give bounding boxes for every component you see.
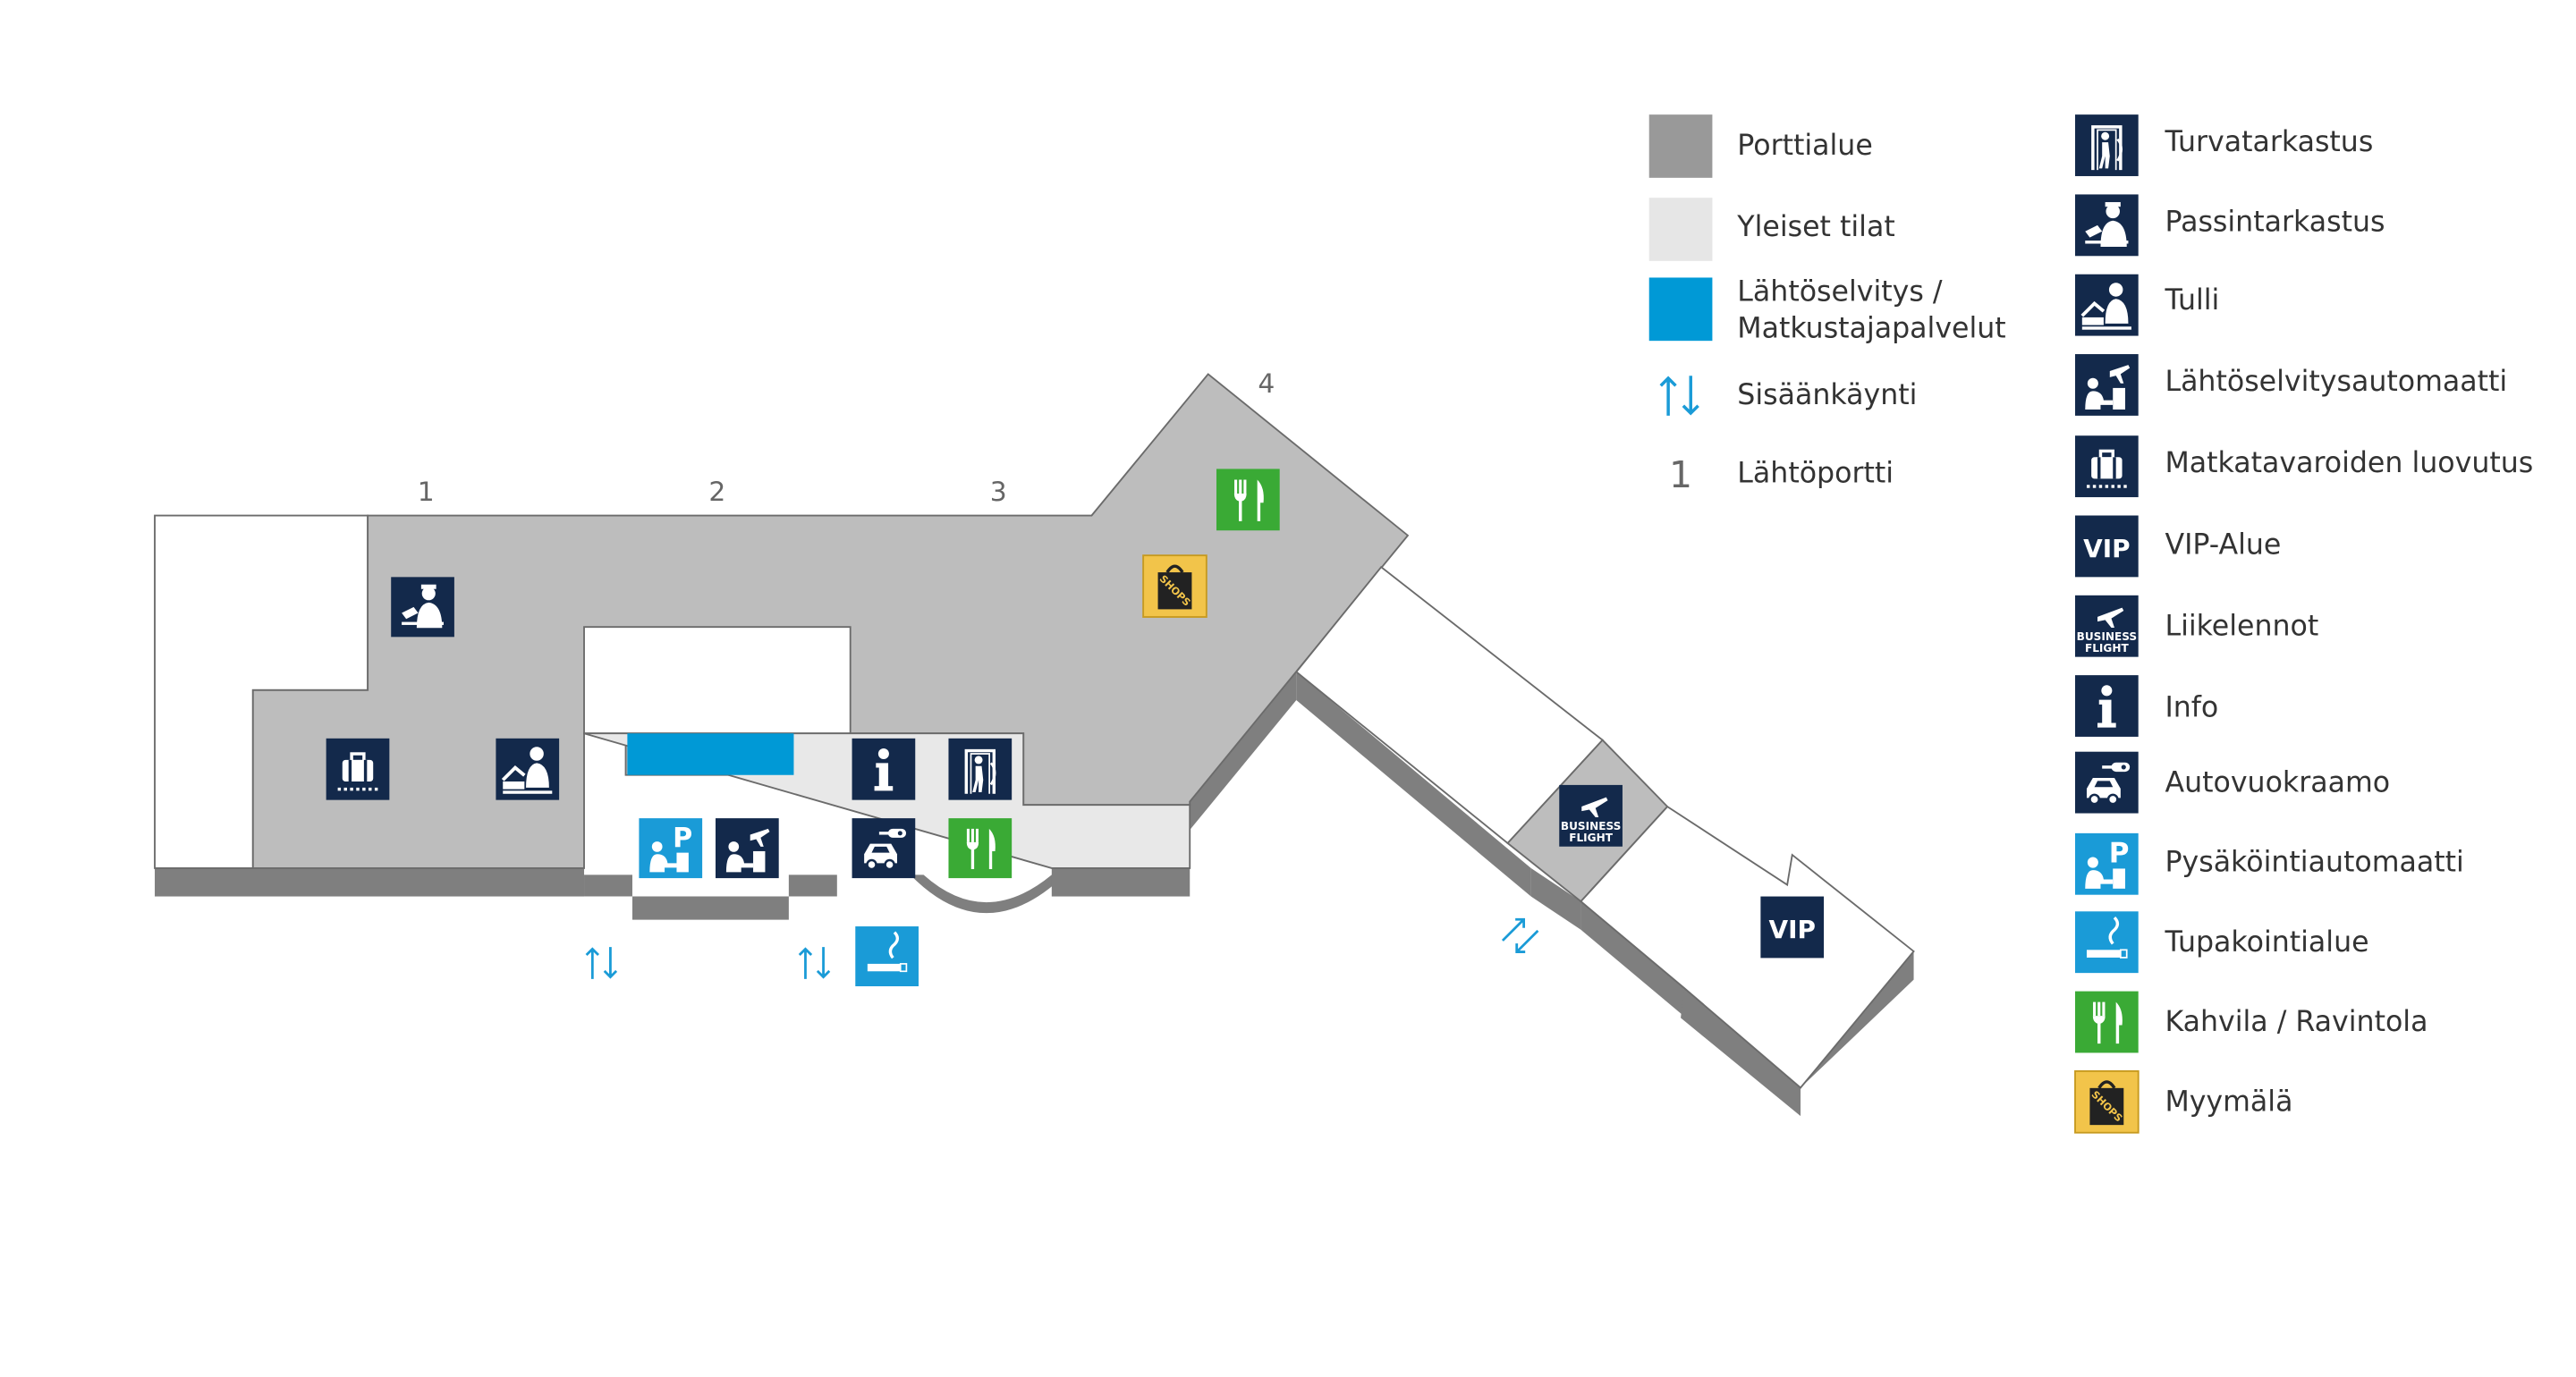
legend-parking-machine-icon [2075, 832, 2139, 895]
cafe-restaurant-icon[interactable] [948, 818, 1013, 879]
legend-label: Yleiset tilat [1736, 211, 1894, 243]
customs-icon[interactable] [496, 738, 560, 800]
legend-customs-icon [2075, 274, 2139, 336]
legend-label: Matkustajapalvelut [1737, 312, 2005, 344]
legend: Porttialue Yleiset tilat Lähtöselvitys /… [1648, 114, 2533, 1134]
legend-label: Liikelennot [2165, 610, 2318, 642]
flight-label: FLIGHT [1569, 832, 1613, 844]
building-walls [155, 672, 1914, 1117]
security-check-icon[interactable] [948, 738, 1013, 800]
legend-label: Matkatavaroiden luovutus [2165, 447, 2533, 479]
entrance-arrows-icon[interactable] [797, 945, 832, 981]
pier-wall-1 [1296, 672, 1531, 897]
entrance-arrows-icon [1661, 376, 1699, 416]
legend-label: Kahvila / Ravintola [2165, 1006, 2428, 1038]
swatch-checkin-area [1648, 277, 1713, 342]
legend-label: Lähtöportti [1737, 457, 1894, 489]
curved-wall [910, 874, 1065, 914]
south-wall-east [1051, 867, 1191, 897]
legend-smoking-area-icon [2075, 911, 2139, 974]
baggage-drop-icon[interactable] [326, 738, 390, 800]
cafe-restaurant-icon[interactable] [1216, 469, 1280, 531]
parking-machine-icon[interactable] [639, 818, 703, 879]
legend-label: Autovuokraamo [2165, 766, 2390, 798]
legend-label: Turvatarkastus [2164, 126, 2373, 158]
legend-security-check-icon [2075, 114, 2139, 176]
entrance-markers [584, 911, 1545, 981]
pier-wall-3 [1580, 901, 1684, 1017]
vip-label: VIP [2083, 534, 2130, 563]
vip-icon[interactable]: VIP [1760, 896, 1825, 959]
legend-vip-icon: VIP [2075, 515, 2139, 578]
south-wall-entrance [584, 874, 837, 920]
gate-number: 1 [418, 477, 435, 508]
entrance-arrows-diagonal-icon[interactable] [1496, 911, 1545, 959]
legend-label: Porttialue [1737, 130, 1872, 162]
legend-label: Tulli [2164, 284, 2219, 317]
gate-number: 2 [708, 477, 725, 508]
gate-numbers: 1 2 3 4 [418, 368, 1275, 508]
legend-label: Lähtöselvitysautomaatti [2165, 366, 2507, 398]
pier-wall-4 [1681, 950, 1914, 1117]
legend-label: Pysäköintiautomaatti [2165, 847, 2463, 879]
gate-symbol: 1 [1669, 453, 1692, 496]
smoking-area-icon[interactable] [855, 926, 919, 987]
legend-label: Myymälä [2165, 1086, 2292, 1119]
business-label: BUSINESS [1561, 820, 1621, 832]
gate-number: 3 [990, 477, 1007, 508]
business-label: BUSINESS [2077, 630, 2137, 643]
legend-car-rental-icon [2075, 751, 2139, 814]
vip-wing [1580, 805, 1915, 1089]
swatch-gate-area [1648, 114, 1713, 178]
legend-label: Lähtöselvitys / [1737, 276, 1943, 308]
wing-wall-joint [1190, 672, 1297, 831]
map-icons: BUSINESS FLIGHT VIP [326, 469, 1825, 987]
flight-label: FLIGHT [2085, 642, 2129, 655]
gate-number: 4 [1258, 368, 1275, 400]
legend-label: Passintarkastus [2165, 206, 2385, 238]
south-wall-west [155, 867, 585, 897]
checkin-area [627, 733, 794, 775]
legend-business-flight-icon: BUSINESS FLIGHT [2075, 595, 2139, 657]
legend-label: Info [2165, 692, 2218, 724]
passport-control-icon[interactable] [391, 577, 454, 638]
swatch-public-area [1648, 198, 1713, 261]
car-rental-icon[interactable] [852, 818, 916, 879]
legend-checkin-kiosk-icon [2075, 354, 2139, 416]
info-icon[interactable] [852, 738, 916, 800]
public-room-north [583, 626, 852, 735]
entrance-arrows-icon[interactable] [584, 945, 619, 981]
business-flight-icon[interactable]: BUSINESS FLIGHT [1559, 784, 1623, 847]
legend-info-icon [2075, 675, 2139, 737]
legend-passport-control-icon [2075, 194, 2139, 257]
shop-icon[interactable] [1142, 554, 1208, 618]
legend-shop-icon [2074, 1069, 2140, 1134]
legend-cafe-restaurant-icon [2075, 991, 2139, 1053]
vip-label: VIP [1769, 915, 1816, 944]
pier-wall-2 [1530, 867, 1581, 930]
legend-label: Sisäänkäynti [1737, 379, 1917, 411]
legend-label: VIP-Alue [2165, 528, 2281, 561]
legend-label: Tupakointialue [2164, 926, 2368, 959]
legend-baggage-drop-icon [2075, 435, 2139, 498]
checkin-kiosk-icon[interactable] [716, 818, 779, 879]
